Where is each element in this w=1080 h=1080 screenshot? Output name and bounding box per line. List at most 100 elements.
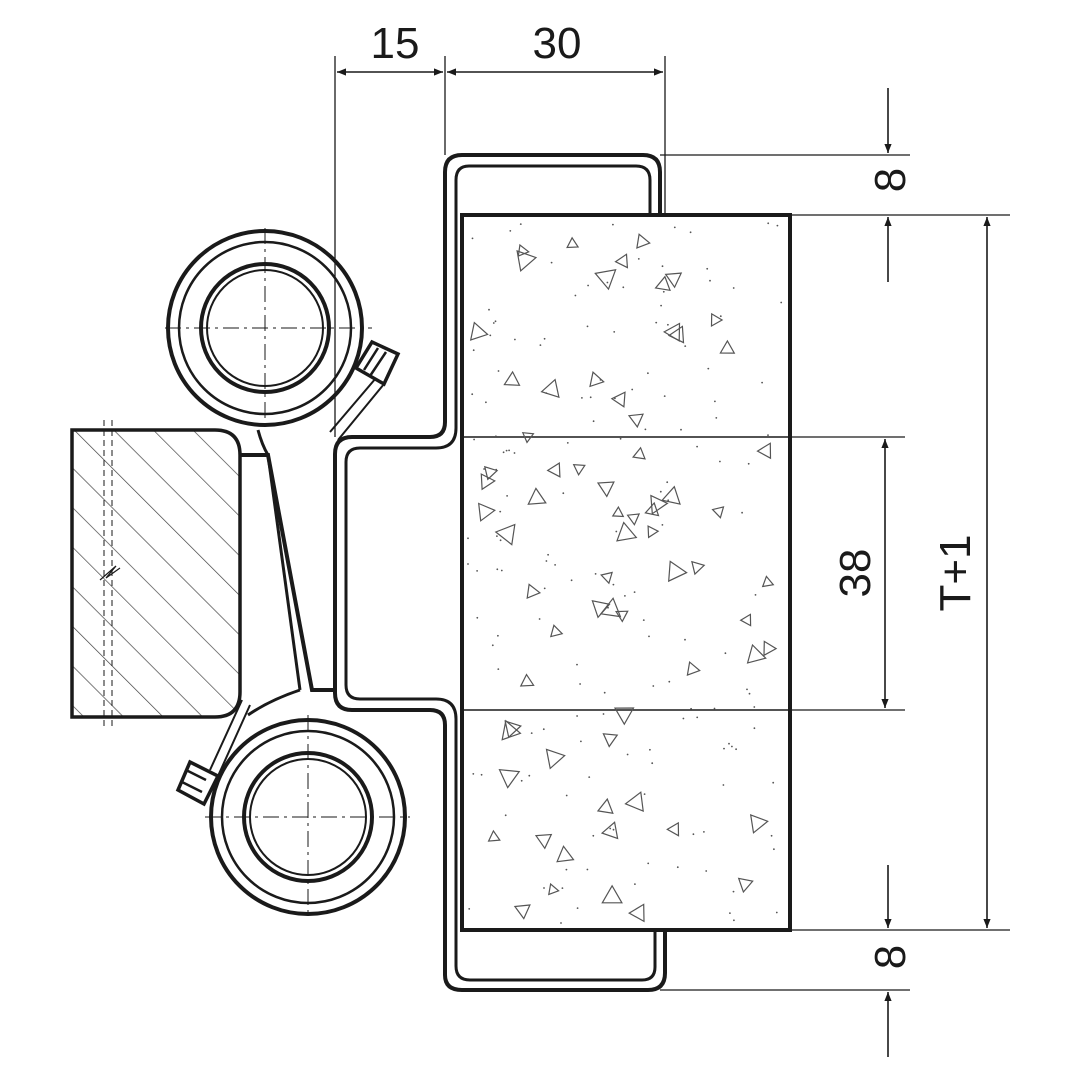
aggregate-mark	[761, 575, 775, 588]
aggregate-dot	[594, 573, 597, 575]
aggregate-mark	[487, 829, 501, 842]
aggregate-dot	[719, 315, 722, 318]
aggregate-dot	[580, 740, 582, 743]
aggregate-dot	[770, 834, 773, 837]
aggregate-dot	[496, 568, 499, 571]
aggregate-dot	[538, 618, 541, 620]
aggregate-mark	[613, 707, 635, 726]
aggregate-dot	[607, 606, 609, 609]
aggregate-dot	[741, 511, 743, 514]
aggregate-dot	[772, 781, 775, 784]
lower-spring-clip	[175, 699, 251, 807]
aggregate-dot	[468, 908, 471, 910]
aggregate-dot	[471, 393, 474, 396]
aggregate-dot	[648, 635, 650, 638]
dim-label-8-bottom: 8	[866, 945, 915, 969]
aggregate-dot	[735, 748, 737, 751]
aggregate-dot	[565, 794, 568, 797]
aggregate-dot	[602, 713, 605, 715]
aggregate-dot	[696, 716, 699, 719]
dim-label-t-plus-1: T+1	[931, 534, 980, 611]
aggregate-dot	[570, 579, 573, 582]
aggregate-mark	[548, 882, 560, 896]
aggregate-dot	[652, 685, 655, 687]
aggregate-dot	[497, 634, 499, 637]
aggregate-mark	[601, 884, 623, 904]
aggregate-dot	[495, 435, 497, 438]
aggregate-mark	[626, 513, 641, 526]
aggregate-mark	[610, 391, 626, 408]
aggregate-mark	[686, 660, 701, 677]
aggregate-dot	[626, 753, 629, 756]
aggregate-dot	[467, 563, 469, 565]
aggregate-mark	[666, 821, 680, 837]
aggregate-dot	[642, 619, 645, 621]
aggregate-mark	[739, 613, 752, 627]
aggregate-dot	[747, 462, 750, 465]
aggregate-dot	[724, 652, 727, 655]
aggregate-dot	[519, 223, 522, 226]
aggregate-dot	[633, 591, 636, 593]
aggregate-dot	[684, 638, 686, 641]
aggregate-dot	[663, 395, 666, 397]
aggregate-dot	[680, 428, 682, 431]
aggregate-dot	[689, 231, 692, 234]
aggregate-dot	[767, 222, 770, 225]
aggregate-dot	[543, 887, 545, 889]
aggregate-mark	[602, 733, 619, 748]
aggregate-mark	[596, 481, 615, 498]
aggregate-dot	[500, 569, 503, 572]
aggregate-dot	[483, 468, 485, 470]
aggregate-dot	[647, 862, 650, 865]
aggregate-dot	[722, 784, 725, 786]
aggregate-mark	[600, 821, 619, 840]
aggregate-mark	[631, 446, 646, 460]
aggregate-dot	[566, 442, 569, 444]
hinge-assembly	[165, 228, 410, 916]
aggregate-dot	[661, 524, 664, 526]
aggregate-mark	[627, 413, 644, 429]
aggregate-dot	[543, 337, 546, 340]
aggregate-dot	[561, 887, 564, 889]
aggregate-dot	[753, 727, 756, 730]
aggregate-dot	[732, 287, 735, 289]
aggregate-dot	[603, 691, 606, 694]
aggregate-mark	[737, 877, 754, 894]
aggregate-mark	[526, 583, 542, 599]
aggregate-dot	[660, 304, 662, 307]
aggregate-dot	[649, 748, 651, 751]
aggregate-dot	[508, 449, 510, 452]
aggregate-mark	[527, 487, 547, 505]
aggregate-mark	[662, 322, 681, 342]
aggregate-mark	[719, 339, 736, 354]
aggregate-mark	[661, 485, 681, 505]
aggregate-mark	[513, 904, 531, 920]
dim-label-38: 38	[831, 549, 880, 598]
aggregate-dot	[761, 381, 763, 384]
aggregate-dot	[488, 308, 490, 311]
aggregate-mark	[534, 833, 553, 850]
aggregate-mark	[711, 506, 725, 519]
aggregate-mark	[517, 243, 530, 258]
aggregate-mark	[469, 321, 489, 341]
aggregate-dot	[491, 644, 494, 647]
aggregate-dot	[673, 226, 676, 229]
aggregate-mark	[746, 643, 767, 664]
aggregate-dot	[767, 434, 769, 436]
aggregate-dot	[668, 680, 671, 683]
aggregate-dot	[562, 492, 565, 495]
aggregate-mark	[647, 525, 660, 539]
aggregate-dot	[550, 261, 553, 264]
aggregate-mark	[566, 236, 580, 249]
aggregate-dot	[581, 397, 583, 399]
aggregate-dot	[485, 401, 487, 404]
aggregate-mark	[503, 370, 521, 386]
aggregate-dot	[499, 539, 502, 542]
aggregate-dot	[676, 866, 679, 869]
aggregate-dot	[496, 535, 498, 537]
aggregate-mark	[749, 813, 769, 834]
aggregate-dot	[667, 323, 669, 326]
aggregate-dot	[476, 570, 478, 572]
aggregate-dot	[714, 400, 716, 403]
